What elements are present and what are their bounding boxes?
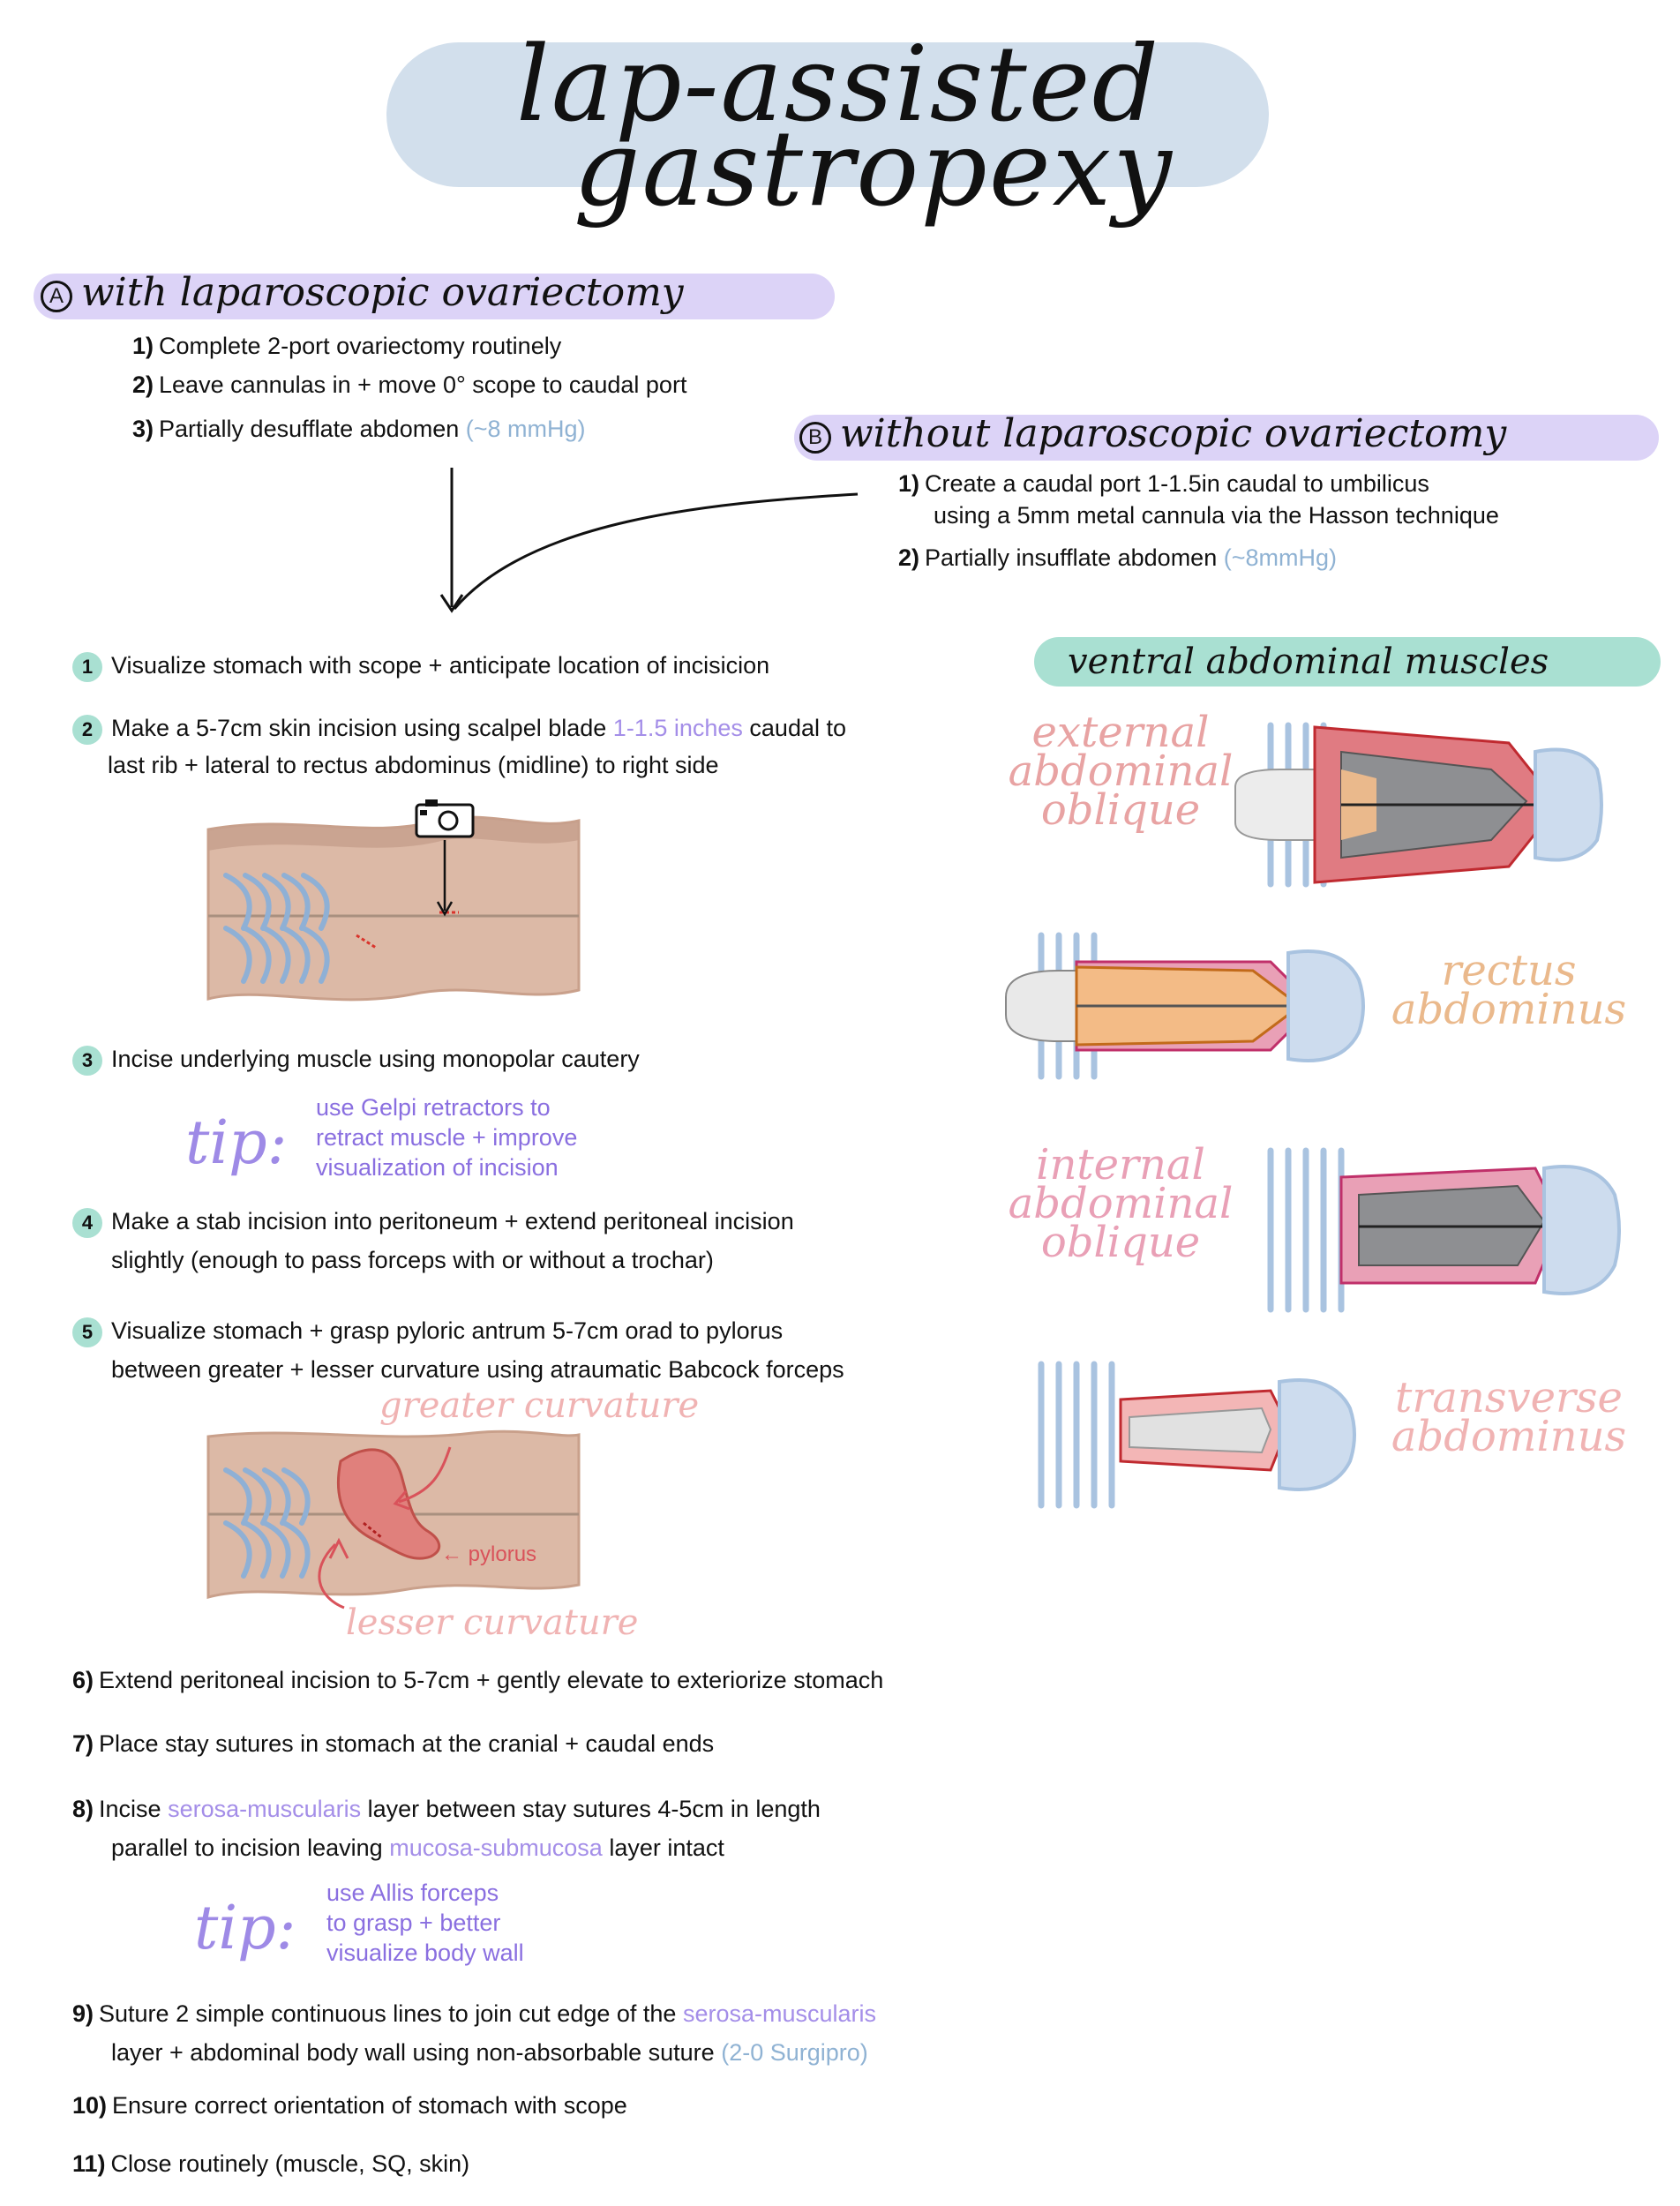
- step-11: 11)Close routinely (muscle, SQ, skin): [72, 2150, 470, 2177]
- title-banner: [386, 42, 1269, 187]
- muscles-heading: ventral abdominal muscles: [1068, 642, 1549, 682]
- camera-icon: [415, 799, 475, 917]
- muscles-header: [1034, 637, 1661, 687]
- step-8: 8)Incise serosa-muscularis layer between…: [72, 1796, 821, 1861]
- section-a-letter: A: [41, 281, 72, 312]
- figure-skin-incision: [206, 815, 581, 1002]
- section-b-header: [794, 415, 1659, 461]
- transverse-abdominus-diagram: [1038, 1361, 1356, 1509]
- internal-oblique-diagram: [1267, 1147, 1621, 1313]
- section-b-heading: without laparoscopic ovariectomy: [840, 411, 1507, 456]
- pylorus-label: ← pylorus: [441, 1542, 537, 1566]
- step-7: 7)Place stay sutures in stomach at the c…: [72, 1730, 715, 1757]
- page-title-line1: lap-assisted: [516, 23, 1161, 145]
- lesser-curvature-label: lesser curvature: [346, 1602, 639, 1643]
- tip-2-label: tip:: [194, 1894, 296, 1963]
- section-a-header: [34, 274, 835, 319]
- section-a-step-1: 1)Complete 2-port ovariectomy routinely: [132, 333, 562, 359]
- section-b-step-1: 1)Create a caudal port 1-1.5in caudal to…: [898, 470, 1499, 529]
- step-9: 9)Suture 2 simple continuous lines to jo…: [72, 2000, 877, 2066]
- rectus-abdominus-diagram: [1005, 932, 1365, 1080]
- section-a-step-3: 3)Partially desufflate abdomen (~8 mmHg): [132, 416, 586, 442]
- tip-2-text: use Allis forceps to grasp + better visu…: [326, 1880, 524, 1966]
- greater-curvature-label: greater curvature: [379, 1385, 700, 1426]
- section-b-step-2: 2)Partially insufflate abdomen (~8mmHg): [898, 544, 1337, 571]
- step-6: 6)Extend peritoneal incision to 5-7cm + …: [72, 1667, 884, 1693]
- internal-oblique-label: internal abdominal oblique: [1008, 1140, 1234, 1267]
- page-title-line2: gastropexy: [574, 108, 1174, 229]
- section-a-step-2: 2)Leave cannulas in + move 0° scope to c…: [132, 371, 687, 398]
- section-b-letter: B: [799, 422, 831, 454]
- tip-1-text: use Gelpi retractors to retract muscle +…: [316, 1094, 578, 1181]
- section-a-heading: with laparoscopic ovariectomy: [81, 270, 684, 315]
- tip-1-label: tip:: [185, 1108, 288, 1178]
- external-oblique-diagram: [1234, 722, 1603, 888]
- figure-stomach-grasp: [206, 1429, 581, 1599]
- transverse-abdominus-label: transverse abdominus: [1391, 1373, 1627, 1461]
- external-oblique-label: external abdominal oblique: [1008, 708, 1234, 835]
- stomach-arrows: [318, 1446, 452, 1609]
- rectus-abdominus-label: rectus abdominus: [1391, 946, 1627, 1034]
- step-10: 10)Ensure correct orientation of stomach…: [72, 2092, 627, 2119]
